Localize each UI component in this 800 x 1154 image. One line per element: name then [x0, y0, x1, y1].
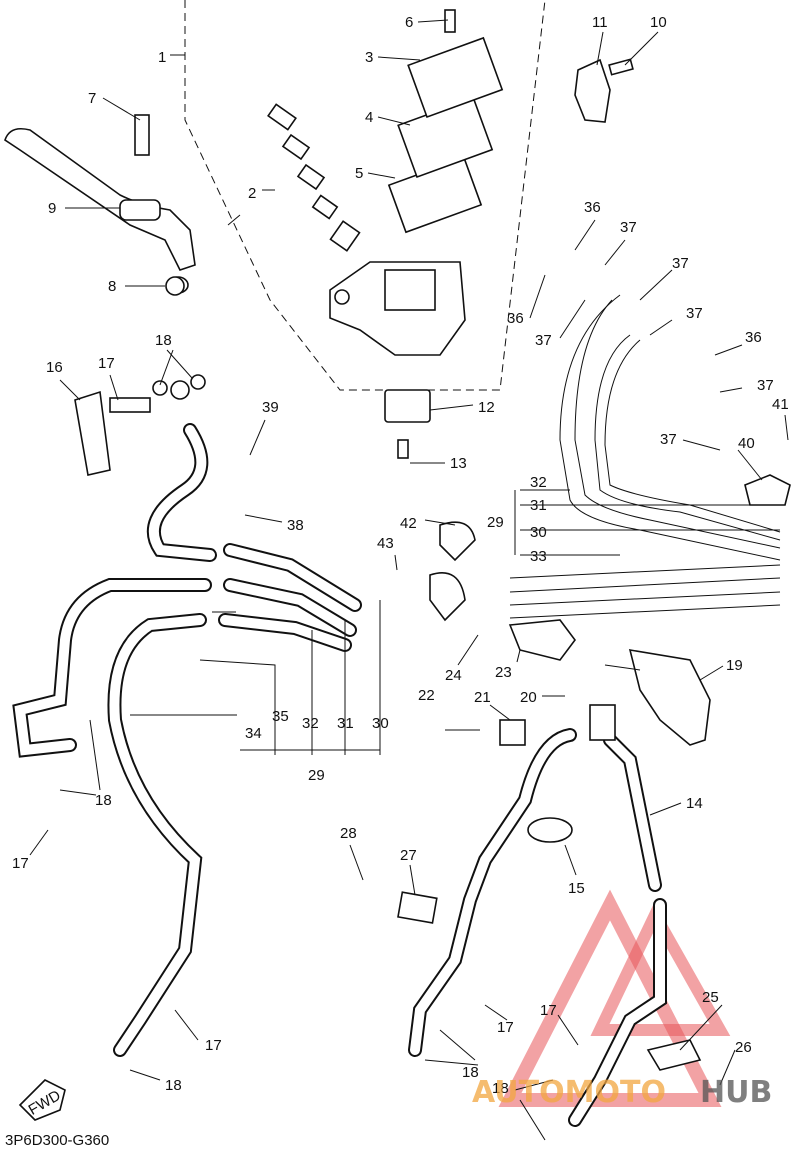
- callout-22: 22: [418, 687, 435, 704]
- callout-27: 27: [400, 847, 417, 864]
- callout-37-d: 37: [686, 305, 703, 322]
- callout-34: 34: [245, 725, 262, 742]
- piston-kit: [267, 103, 361, 252]
- callout-21: 21: [474, 689, 491, 706]
- leader-lines: [29, 19, 789, 1141]
- fwd-arrow-icon: FWD: [18, 1079, 66, 1121]
- callout-17-d: 17: [497, 1019, 514, 1036]
- callout-36: 36: [584, 199, 601, 216]
- callout-16: 16: [46, 359, 63, 376]
- callout-labels: 1 2 3 4 5 6 7 8 9 10 11 12 13 14 15 16 1…: [46, 14, 789, 1056]
- callout-18-b: 18: [95, 792, 112, 809]
- callout-38: 38: [287, 517, 304, 534]
- diagram-code: 3P6D300-G360: [5, 1132, 109, 1149]
- watermark-text-b: HUB: [700, 1075, 772, 1110]
- callout-37-f: 37: [660, 431, 677, 448]
- callout-30: 30: [530, 524, 547, 541]
- callout-9: 9: [48, 200, 56, 217]
- callout-18-c: 18: [165, 1077, 182, 1094]
- callout-13: 13: [450, 455, 467, 472]
- callout-4: 4: [365, 109, 373, 126]
- callout-12: 12: [478, 399, 495, 416]
- callout-17-c: 17: [205, 1037, 222, 1054]
- callout-7: 7: [88, 90, 96, 107]
- callout-29: 29: [487, 514, 504, 531]
- callout-17-b: 17: [12, 855, 29, 872]
- callout-labels-repeat: 36 37 37 37 36 37 37 18 17 17 18 17 18 1…: [12, 255, 774, 1097]
- callout-31-b: 31: [337, 715, 354, 732]
- callout-28: 28: [340, 825, 357, 842]
- callout-14: 14: [686, 795, 703, 812]
- brake-switch: [384, 389, 431, 423]
- callout-8: 8: [108, 278, 116, 295]
- callout-30-b: 30: [372, 715, 389, 732]
- callout-18: 18: [155, 332, 172, 349]
- watermark-text-a: AUTOMOTO: [472, 1075, 666, 1110]
- callout-3: 3: [365, 49, 373, 66]
- callout-11: 11: [592, 14, 608, 31]
- brake-lever: [4, 127, 196, 294]
- callout-5: 5: [355, 165, 363, 182]
- callout-29-b: 29: [308, 767, 325, 784]
- callout-31: 31: [530, 497, 547, 514]
- callout-37-e: 37: [757, 377, 774, 394]
- callout-42: 42: [400, 515, 417, 532]
- callout-18-d: 18: [462, 1064, 479, 1081]
- callout-40: 40: [738, 435, 755, 452]
- callout-35: 35: [272, 708, 289, 725]
- callout-37-c: 37: [672, 255, 689, 272]
- callout-37-b: 37: [535, 332, 552, 349]
- callout-36-c: 36: [745, 329, 762, 346]
- callout-2: 2: [248, 185, 256, 202]
- callout-17-e: 17: [540, 1002, 557, 1019]
- brake-pipes: [509, 294, 781, 619]
- callout-24: 24: [445, 667, 462, 684]
- callout-41: 41: [772, 396, 789, 413]
- callout-37: 37: [620, 219, 637, 236]
- brake-hoses: [12, 423, 667, 1127]
- callout-43: 43: [377, 535, 394, 552]
- callout-23: 23: [495, 664, 512, 681]
- callout-6: 6: [405, 14, 413, 31]
- holder: [574, 58, 611, 123]
- master-cylinder: [329, 9, 504, 356]
- callout-33: 33: [530, 548, 547, 565]
- callout-17: 17: [98, 355, 115, 372]
- callout-25: 25: [702, 989, 719, 1006]
- callout-39: 39: [262, 399, 279, 416]
- callout-36-b: 36: [507, 310, 524, 327]
- callout-19: 19: [726, 657, 743, 674]
- callout-10: 10: [650, 14, 667, 31]
- callout-32: 32: [530, 474, 547, 491]
- callout-15: 15: [568, 880, 585, 897]
- callout-18-e: 18: [492, 1080, 509, 1097]
- callout-32-b: 32: [302, 715, 319, 732]
- callout-26: 26: [735, 1039, 752, 1056]
- callout-1: 1: [158, 49, 166, 66]
- callout-20: 20: [520, 689, 537, 706]
